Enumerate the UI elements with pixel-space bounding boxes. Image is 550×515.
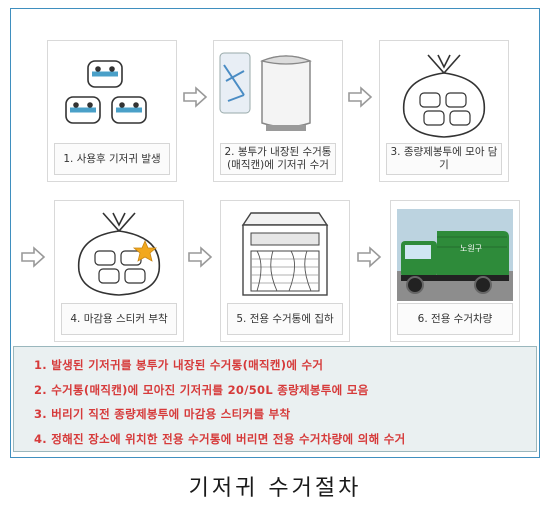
arrow-right-icon	[21, 246, 46, 268]
note-4: 4. 정해진 장소에 위치한 전용 수거통에 버리면 전용 수거차량에 의해 수…	[34, 431, 406, 446]
truck-label: 노원구	[460, 244, 482, 253]
step-caption-1: 1. 사용후 기저귀 발생	[54, 143, 170, 175]
garbage-truck-icon: 노원구	[397, 209, 513, 301]
step-card-1: 1. 사용후 기저귀 발생	[47, 40, 177, 182]
diapers-icon	[65, 60, 147, 124]
sticker-bag-icon	[77, 212, 161, 296]
arrow-right-icon	[188, 246, 213, 268]
arrow-right-icon	[348, 86, 373, 108]
step-card-3: 3. 종량제봉투에 모아 담기	[379, 40, 509, 182]
step-card-2: 2. 봉투가 내장된 수거통 (매직캔)에 기저귀 수거	[213, 40, 343, 182]
arrow-right-icon	[183, 86, 208, 108]
step-caption-6: 6. 전용 수거차량	[397, 303, 513, 335]
step-card-5: 5. 전용 수거통에 집하	[220, 200, 350, 342]
step-caption-4: 4. 마감용 스티커 부착	[61, 303, 177, 335]
notes-box: 1. 발생된 기저귀를 봉투가 내장된 수거통(매직캔)에 수거 2. 수거통(…	[13, 346, 537, 452]
trash-bag-icon	[402, 54, 486, 138]
note-3: 3. 버리기 직전 종량제봉투에 마감용 스티커를 부착	[34, 407, 291, 421]
step-caption-5: 5. 전용 수거통에 집하	[227, 303, 343, 335]
collection-bin-icon	[241, 212, 329, 296]
note-2: 2. 수거통(매직캔)에 모아진 기저귀를 20/50L 종량제봉투에 모음	[34, 382, 369, 397]
diagram-title: 기저귀 수거절차	[188, 476, 362, 501]
magic-can-icon	[219, 52, 312, 131]
arrow-right-icon	[357, 246, 382, 268]
step-card-4: 4. 마감용 스티커 부착	[54, 200, 184, 342]
note-1: 1. 발생된 기저귀를 봉투가 내장된 수거통(매직캔)에 수거	[34, 358, 324, 372]
step-caption-2: 2. 봉투가 내장된 수거통 (매직캔)에 기저귀 수거	[220, 143, 336, 175]
step-card-6: 노원구 6. 전용 수거차량	[390, 200, 520, 342]
step-caption-3: 3. 종량제봉투에 모아 담기	[386, 143, 502, 175]
